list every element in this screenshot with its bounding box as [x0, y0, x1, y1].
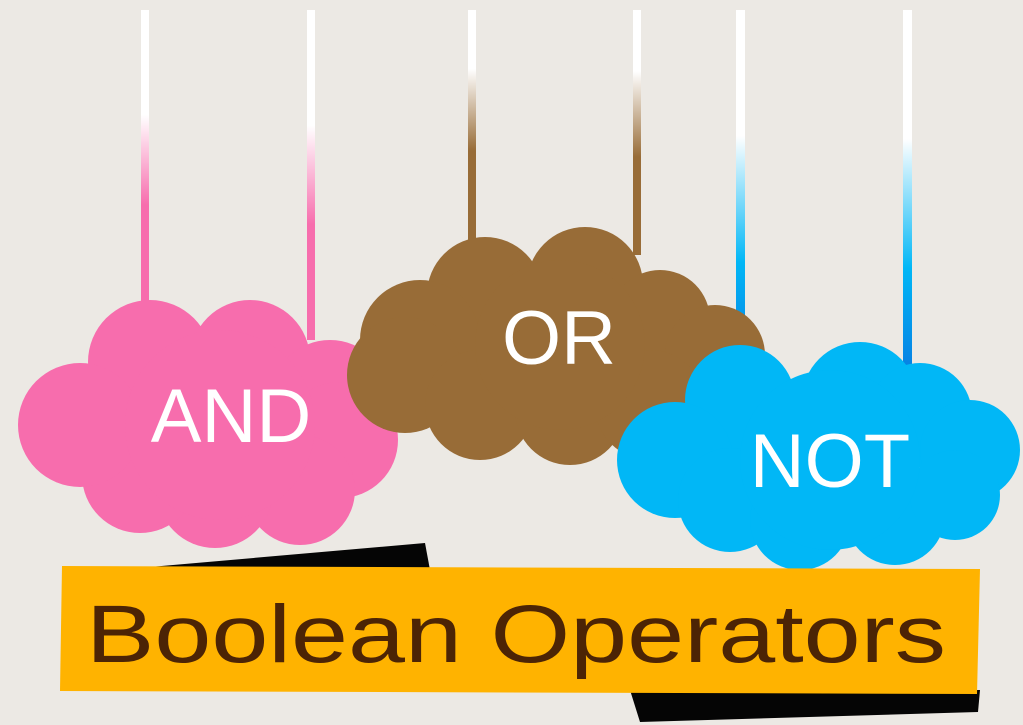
banner	[60, 566, 980, 694]
hanging-strings	[141, 10, 912, 440]
cloud-and-label: AND	[151, 374, 311, 459]
cloud-or-label: OR	[502, 296, 616, 381]
string-not-right	[903, 10, 912, 440]
string-and-left	[141, 10, 149, 310]
string-not-left	[736, 10, 745, 430]
string-or-left	[468, 10, 476, 245]
string-and-right	[307, 10, 315, 340]
banner-shadow-bottom	[630, 690, 980, 722]
banner-title: Boolean Operators	[86, 589, 946, 680]
banner-shadow-top	[150, 543, 430, 570]
cloud-not-label: NOT	[750, 419, 910, 504]
string-or-right	[633, 10, 641, 255]
